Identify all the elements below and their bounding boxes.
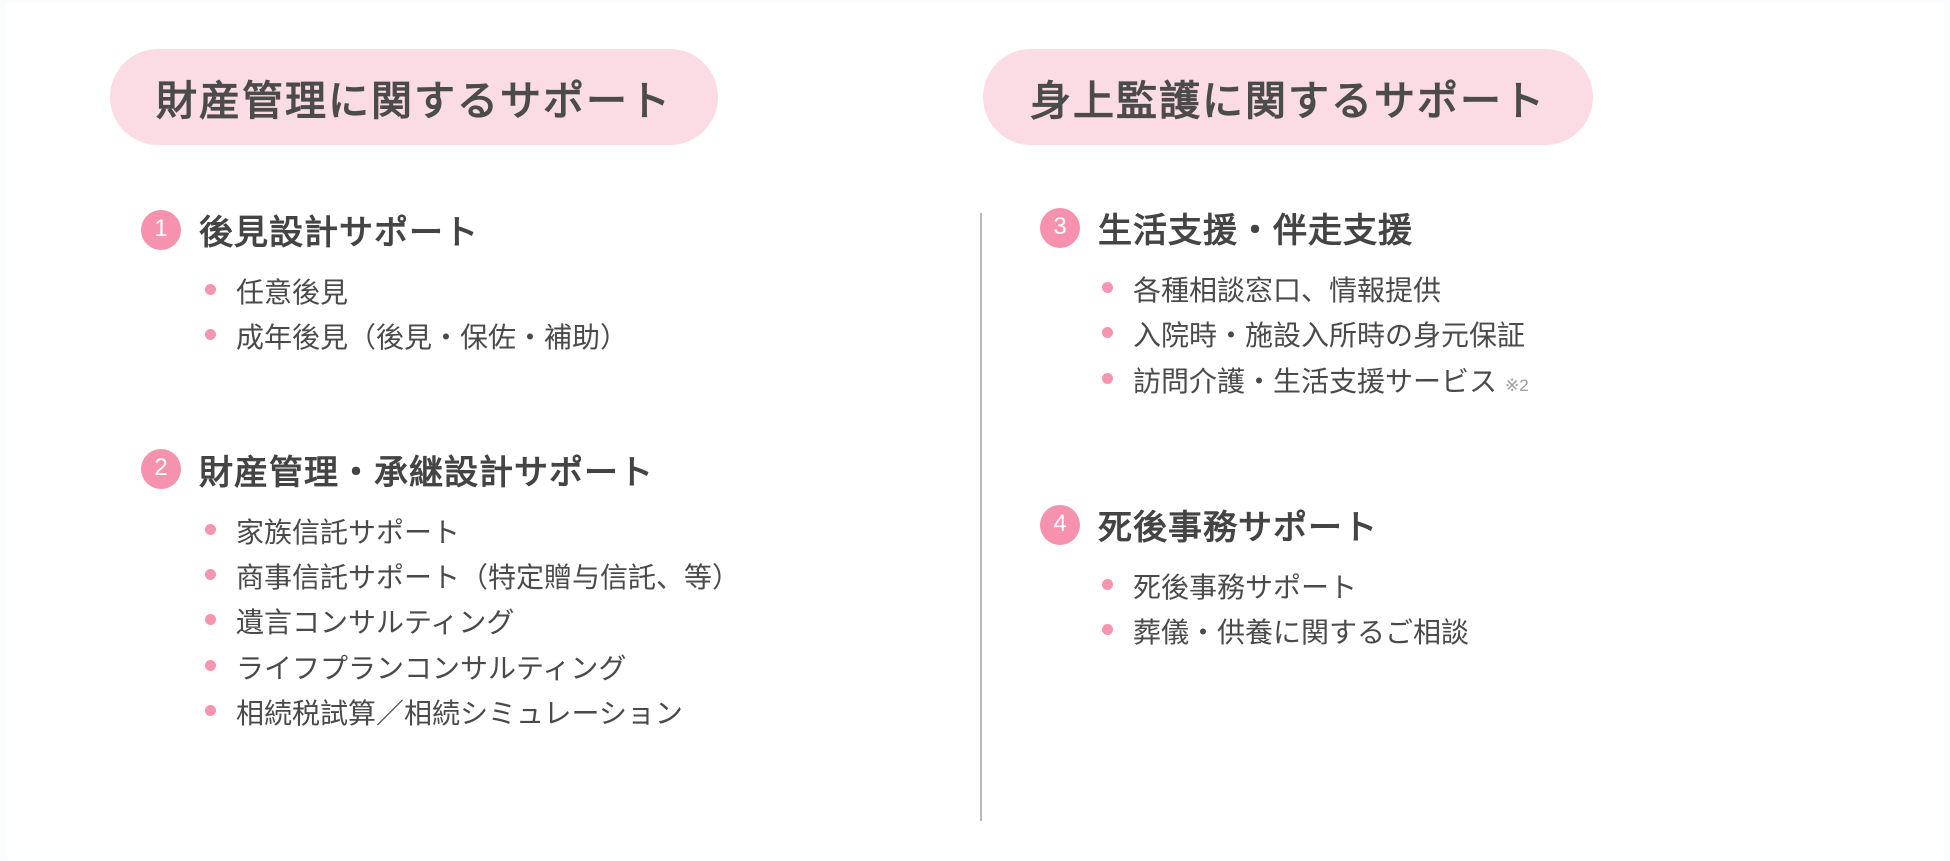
section-number-badge-1: 1 xyxy=(141,209,181,250)
list-item-label: 遺言コンサルティング xyxy=(236,607,515,639)
list-item-label: 死後事務サポート xyxy=(1133,572,1358,604)
section-title-1: 後見設計サポート xyxy=(199,214,479,252)
section-title-2: 財産管理・承継設計サポート xyxy=(199,453,654,492)
bullet-dot-icon xyxy=(1102,327,1113,339)
bullet-dot-icon xyxy=(1102,372,1113,384)
column-personal-care: 身上監護に関するサポート 3 生活支援・伴走支援 各種相談窓口、情報提供 入院時… xyxy=(975,3,1944,656)
column-header-pill-left: 財産管理に関するサポート xyxy=(110,49,718,145)
list-item-label: 各種相談窓口、情報提供 xyxy=(1133,275,1442,306)
two-column-layout: 財産管理に関するサポート 1 後見設計サポート 任意後見 成年後見（後見・保佐・… xyxy=(6,3,1944,858)
list-item: 訪問介護・生活支援サービス ※2 xyxy=(1102,359,1944,404)
bullet-dot-icon xyxy=(1102,624,1113,636)
column-asset-management: 財産管理に関するサポート 1 後見設計サポート 任意後見 成年後見（後見・保佐・… xyxy=(6,3,975,737)
section-1-header: 1 後見設計サポート xyxy=(141,205,975,254)
list-item-label: 相続税試算／相続シミュレーション xyxy=(236,698,683,730)
list-item: 家族信託サポート xyxy=(205,510,975,555)
section-2-bullet-list: 家族信託サポート 商事信託サポート（特定贈与信託、等） 遺言コンサルティング ラ… xyxy=(141,510,975,737)
list-item-label: 入院時・施設入所時の身元保証 xyxy=(1133,320,1526,352)
bullet-dot-icon xyxy=(205,659,216,671)
section-title-4: 死後事務サポート xyxy=(1098,509,1378,548)
section-2-header: 2 財産管理・承継設計サポート xyxy=(141,445,975,494)
bullet-dot-icon xyxy=(205,523,216,535)
list-item: 成年後見（後見・保佐・補助） xyxy=(205,315,975,360)
section-title-3: 生活支援・伴走支援 xyxy=(1098,212,1413,250)
section-4-bullet-list: 死後事務サポート 葬儀・供養に関するご相談 xyxy=(1040,565,1944,656)
section-number-badge-2: 2 xyxy=(141,449,181,490)
list-item-label: ライフプランコンサルティング xyxy=(236,652,627,684)
bullet-dot-icon xyxy=(205,569,216,581)
column-divider xyxy=(980,213,982,821)
bullet-dot-icon xyxy=(205,284,216,295)
section-number-badge-4: 4 xyxy=(1040,504,1080,545)
list-item-label: 商事信託サポート（特定贈与信託、等） xyxy=(236,562,741,594)
bullet-dot-icon xyxy=(205,705,216,717)
list-item: 相続税試算／相続シミュレーション xyxy=(205,691,975,736)
list-item: 死後事務サポート xyxy=(1102,565,1944,610)
column-header-pill-right: 身上監護に関するサポート xyxy=(983,49,1593,145)
bullet-dot-icon xyxy=(205,329,216,341)
section-1: 1 後見設計サポート 任意後見 成年後見（後見・保佐・補助） xyxy=(141,205,975,361)
list-item: 葬儀・供養に関するご相談 xyxy=(1102,610,1944,655)
list-item: 入院時・施設入所時の身元保証 xyxy=(1102,313,1944,358)
section-4: 4 死後事務サポート 死後事務サポート 葬儀・供養に関するご相談 xyxy=(1040,500,1944,656)
section-3-bullet-list: 各種相談窓口、情報提供 入院時・施設入所時の身元保証 訪問介護・生活支援サービス… xyxy=(1040,268,1944,404)
footnote-marker: ※2 xyxy=(1505,375,1529,395)
list-item: 任意後見 xyxy=(205,270,975,315)
section-3: 3 生活支援・伴走支援 各種相談窓口、情報提供 入院時・施設入所時の身元保証 訪… xyxy=(1040,203,1944,404)
bullet-dot-icon xyxy=(1102,579,1113,591)
section-2: 2 財産管理・承継設計サポート 家族信託サポート 商事信託サポート（特定贈与信託… xyxy=(141,445,975,737)
list-item-label: 任意後見 xyxy=(236,277,349,308)
list-item-label: 訪問介護・生活支援サービス xyxy=(1133,365,1498,397)
list-item-label: 成年後見（後見・保佐・補助） xyxy=(236,322,629,354)
list-item: 遺言コンサルティング xyxy=(205,600,975,645)
list-item: ライフプランコンサルティング xyxy=(205,646,975,691)
list-item: 商事信託サポート（特定贈与信託、等） xyxy=(205,555,975,600)
section-4-header: 4 死後事務サポート xyxy=(1040,500,1944,549)
section-1-bullet-list: 任意後見 成年後見（後見・保佐・補助） xyxy=(141,270,975,361)
list-item-label: 家族信託サポート xyxy=(236,516,461,548)
bullet-dot-icon xyxy=(205,614,216,626)
list-item: 各種相談窓口、情報提供 xyxy=(1102,268,1944,313)
list-item-label: 葬儀・供養に関するご相談 xyxy=(1133,617,1470,649)
bullet-dot-icon xyxy=(1102,282,1113,293)
section-3-header: 3 生活支援・伴走支援 xyxy=(1040,203,1944,252)
section-number-badge-3: 3 xyxy=(1040,207,1080,248)
